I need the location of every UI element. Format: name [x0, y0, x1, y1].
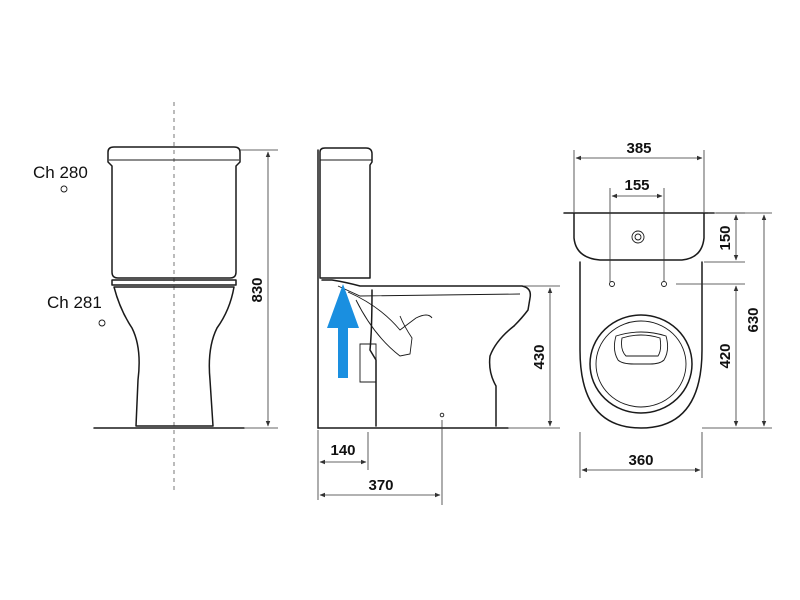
side-fixing-hole-icon: [439, 412, 445, 418]
side-seat: [321, 279, 532, 327]
side-trap: [355, 299, 413, 357]
dim-bowl-width: 360: [628, 452, 653, 469]
dim-hole-spacing: 155: [624, 177, 649, 194]
dim-seat-height: 430: [531, 344, 548, 369]
top-seat-opening: [613, 331, 669, 365]
top-flush-button-icon: [631, 230, 645, 244]
front-view: Ch 280 Ch 281 830: [33, 102, 278, 490]
dim-pipe-offset: 140: [330, 442, 355, 459]
top-view: 385 155 150 420 630 360: [563, 140, 772, 478]
top-bowl: [579, 261, 703, 429]
front-tank: [107, 146, 241, 279]
dim-tank-depth: 150: [717, 225, 734, 250]
side-view: 430 140 370: [317, 147, 560, 505]
arrow-up-icon: [327, 284, 359, 378]
label-ch281: Ch 281: [47, 293, 102, 312]
front-pedestal: [113, 286, 235, 427]
ch280-hole-icon: [60, 185, 68, 193]
dim-bowl-length: 420: [717, 343, 734, 368]
top-hinge-left-icon: [609, 281, 615, 287]
dim-tank-width: 385: [626, 140, 651, 157]
label-ch280: Ch 280: [33, 163, 88, 182]
dim-total-length: 630: [745, 307, 762, 332]
top-seat: [589, 314, 693, 414]
top-tank: [573, 212, 705, 261]
front-seat: [111, 279, 237, 286]
top-hinge-right-icon: [661, 281, 667, 287]
side-bowl: [488, 325, 515, 427]
ch281-hole-icon: [98, 319, 106, 327]
dim-depth: 370: [368, 477, 393, 494]
dim-height-total: 830: [249, 277, 266, 302]
side-tank: [319, 147, 373, 279]
